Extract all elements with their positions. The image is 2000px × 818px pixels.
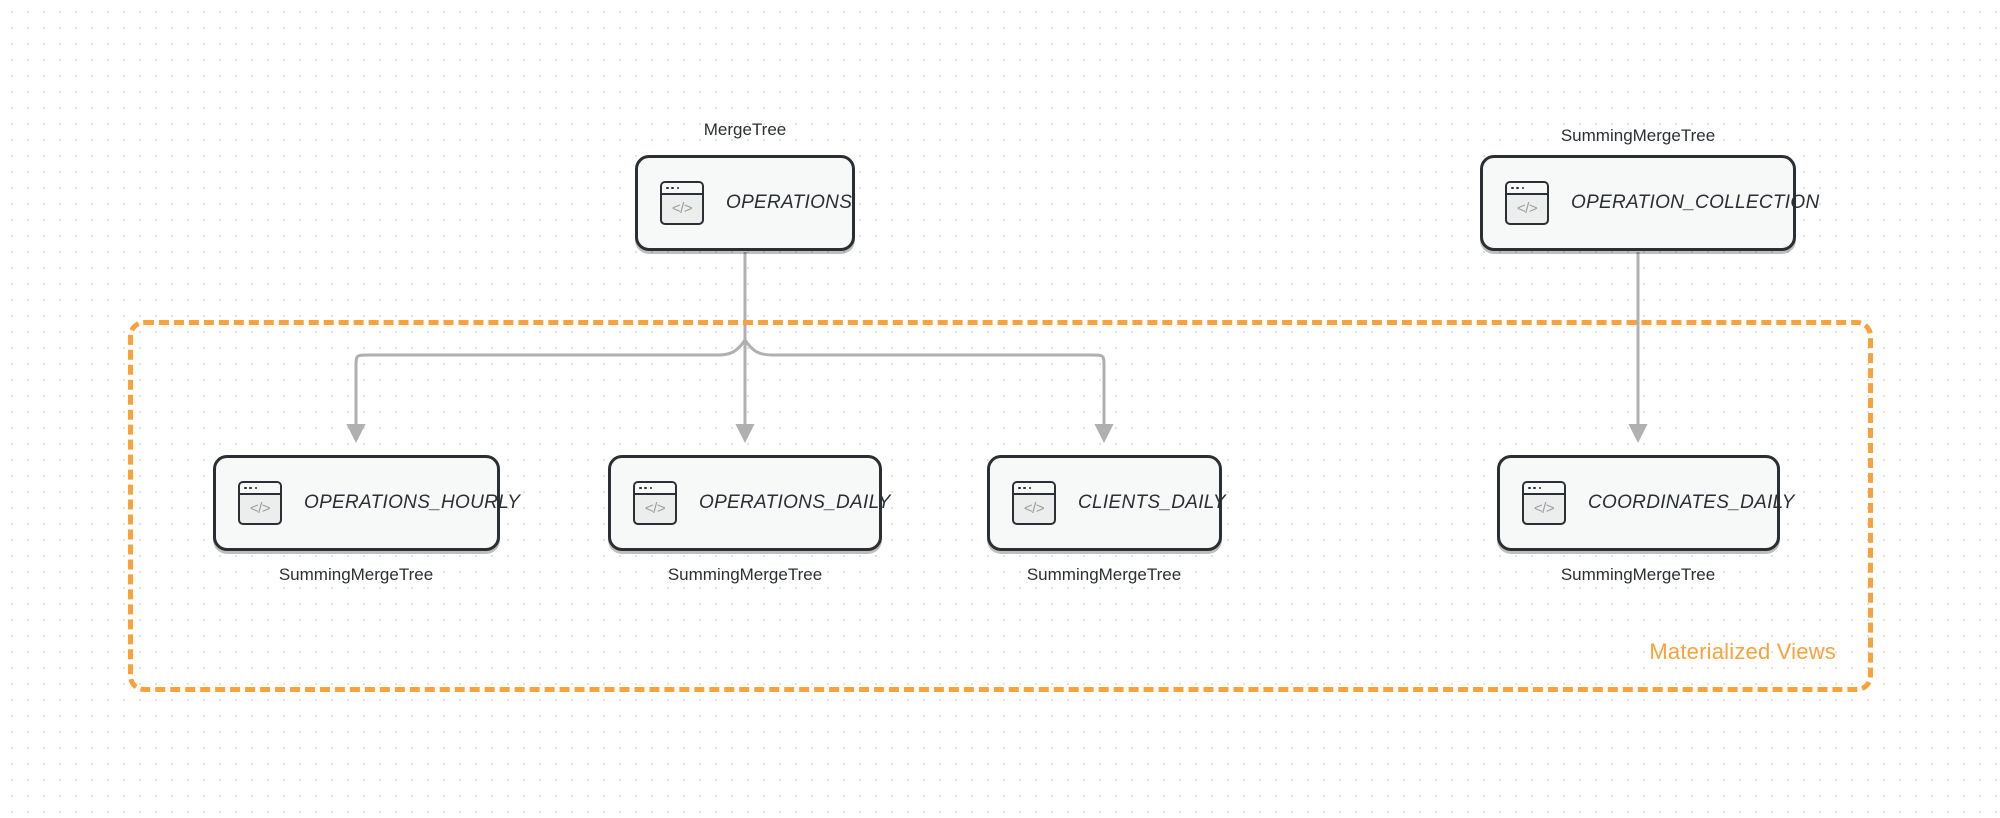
caption-operation-collection-engine: SummingMergeTree <box>1560 126 1716 145</box>
code-window-icon: </> <box>633 481 677 525</box>
node-operations-daily-label: OPERATIONS_DAILY <box>699 492 891 513</box>
node-clients-daily-label: CLIENTS_DAILY <box>1078 492 1226 513</box>
code-window-icon: </> <box>660 181 704 225</box>
code-window-icon: </> <box>1522 481 1566 525</box>
node-operations[interactable]: </> OPERATIONS <box>635 155 855 251</box>
caption-operations-hourly-engine: SummingMergeTree <box>278 565 434 584</box>
caption-coordinates-daily-engine: SummingMergeTree <box>1560 565 1716 584</box>
code-window-icon: </> <box>1505 181 1549 225</box>
node-operations-label: OPERATIONS <box>726 192 853 213</box>
code-window-icon: </> <box>1012 481 1056 525</box>
node-coordinates-daily-label: COORDINATES_DAILY <box>1588 492 1795 513</box>
code-glyph: </> <box>671 200 693 217</box>
node-operations-hourly-label: OPERATIONS_HOURLY <box>304 492 521 513</box>
node-operations-daily[interactable]: </> OPERATIONS_DAILY <box>608 455 890 551</box>
node-operation-collection-label: OPERATION_COLLECTION <box>1571 192 1820 213</box>
materialized-views-group: Materialized Views <box>128 320 1873 692</box>
code-glyph: </> <box>644 500 666 517</box>
caption-operations-daily-engine: SummingMergeTree <box>667 565 823 584</box>
node-operations-hourly[interactable]: </> OPERATIONS_HOURLY <box>213 455 520 551</box>
code-window-icon: </> <box>238 481 282 525</box>
caption-clients-daily-engine: SummingMergeTree <box>1026 565 1182 584</box>
code-glyph: </> <box>1023 500 1045 517</box>
code-glyph: </> <box>249 500 271 517</box>
caption-operations-engine: MergeTree <box>703 120 787 139</box>
node-clients-daily[interactable]: </> CLIENTS_DAILY <box>987 455 1226 551</box>
materialized-views-group-label: Materialized Views <box>1649 639 1836 664</box>
code-glyph: </> <box>1516 200 1538 217</box>
node-coordinates-daily[interactable]: </> COORDINATES_DAILY <box>1497 455 1794 551</box>
code-glyph: </> <box>1533 500 1555 517</box>
node-operation-collection[interactable]: </> OPERATION_COLLECTION <box>1480 155 1819 251</box>
